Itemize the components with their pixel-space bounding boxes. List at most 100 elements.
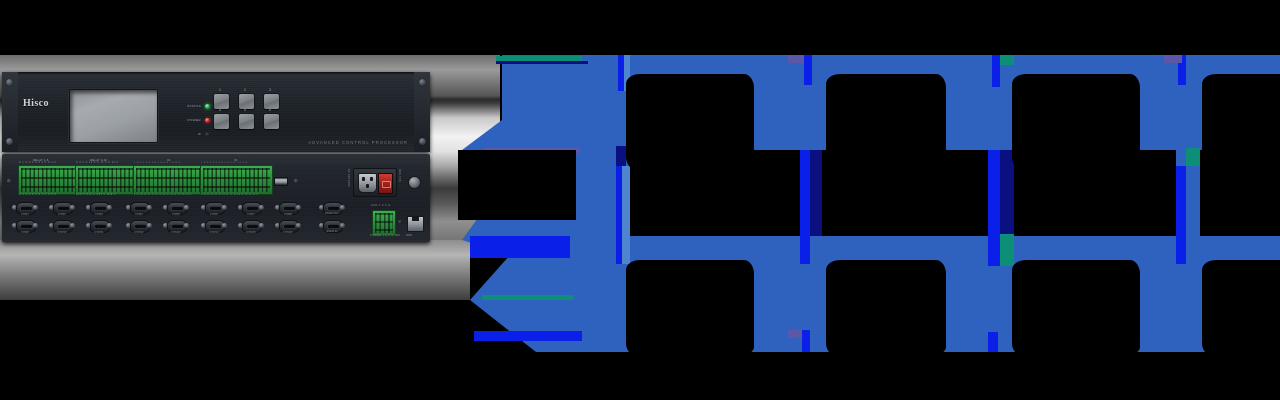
glitch-column-artifact <box>1000 150 1014 234</box>
glitch-column-artifact <box>622 166 630 264</box>
serial-port-com3[interactable]: COM3 <box>86 202 112 216</box>
serial-port-com15[interactable]: COM15 <box>238 220 264 234</box>
port-label: COM12 <box>134 231 144 234</box>
glitch-column-artifact <box>1176 166 1186 264</box>
serial-port-com4[interactable]: COM4 <box>126 202 152 216</box>
usb-port[interactable] <box>274 177 288 186</box>
terminal-pin-labels: O 1 C O 2 C O 3 C O 4 C <box>19 162 57 164</box>
glitch-column-artifact <box>804 55 812 85</box>
terminal-pin-labels: 9 G 10 G 11 G 12 G 13 G 14 G 15 G 16 G <box>201 194 259 196</box>
glitch-teal-strip <box>1186 148 1200 166</box>
corrupted-image-region <box>440 0 1280 400</box>
serial-port-com5[interactable]: COM5 <box>163 202 189 216</box>
glitch-column-artifact <box>616 146 626 166</box>
terminal-block-label: RELAY 1-8 <box>33 158 49 162</box>
glitch-black-blob <box>1202 74 1280 169</box>
serial-port-com2[interactable]: COM2 <box>49 202 75 216</box>
front-button-5[interactable]: 5 <box>239 108 254 129</box>
model-line-text: ADVANCED CONTROL PROCESSOR <box>308 140 408 145</box>
glitch-column-artifact <box>1178 55 1186 85</box>
glitch-black-blob <box>826 260 946 355</box>
front-button-pad: 1 2 3 4 5 6 <box>214 88 284 134</box>
power-led-icon <box>205 117 210 123</box>
terminal-block-label: RELAY 9-16 <box>90 158 108 162</box>
rack-screw-icon <box>6 138 13 145</box>
power-switch-label: OFF / ON <box>398 169 401 182</box>
indicator-label: IR <box>197 132 201 136</box>
front-button-6[interactable]: 6 <box>264 108 279 129</box>
serial-port-com7[interactable]: COM7 <box>238 202 264 216</box>
can-power-terminal-block[interactable] <box>372 210 396 236</box>
glitch-column-artifact <box>788 330 808 338</box>
terminal-block-io-1[interactable] <box>133 165 206 195</box>
terminal-pin-labels: O 9 C O 10 C O 11 C O 12 C <box>76 162 119 164</box>
serial-port-com14[interactable]: COM14 <box>201 220 227 234</box>
port-label: COM15 <box>246 231 256 234</box>
front-button-label: 6 <box>269 108 271 112</box>
ground-stud <box>408 176 421 189</box>
port-label: COM8 <box>284 213 292 216</box>
port-label: COM3 <box>95 213 103 216</box>
port-label: COM14 <box>209 231 219 234</box>
can-block-label-bottom: POWER 1 2 3 G <box>370 234 394 237</box>
glitch-teal-strip <box>496 56 582 61</box>
port-label: COM11 <box>94 231 104 234</box>
glitch-column-artifact <box>800 150 810 264</box>
glitch-column-artifact <box>788 55 804 63</box>
serial-port-com1[interactable]: COM1 <box>12 202 38 216</box>
power-entry-module <box>353 168 397 197</box>
iec-inlet[interactable] <box>358 173 377 193</box>
ac-voltage-label: AC 100-240V <box>347 169 350 187</box>
front-button-1[interactable]: 1 <box>214 88 229 109</box>
glitch-column-artifact <box>624 55 630 91</box>
front-button-3[interactable]: 3 <box>264 88 279 109</box>
serial-port-com8[interactable]: COM8 <box>275 202 301 216</box>
glitch-teal-strip <box>482 295 574 300</box>
glitch-column-artifact <box>1164 55 1182 63</box>
serial-port-com10[interactable]: COM10 <box>49 220 75 234</box>
terminal-pin-labels: 9 G 10 G 11 G 12 G 13 G 14 G 15 G 16 G <box>134 194 192 196</box>
glitch-column-artifact <box>992 55 1000 87</box>
rack-screw-icon <box>6 79 13 86</box>
terminal-block-label: IO <box>234 158 238 162</box>
lcd-display <box>69 89 158 143</box>
serial-port-com13[interactable]: COM13 <box>163 220 189 234</box>
ethernet-port[interactable] <box>407 216 424 232</box>
power-switch[interactable] <box>378 173 393 194</box>
terminal-block-io-2[interactable] <box>200 165 273 195</box>
serial-port-com6[interactable]: COM6 <box>201 202 227 216</box>
terminal-pin-labels: 1 G 2 G 3 G 4 G 5 G 6 G 7 G 8 G <box>201 162 248 164</box>
port-label: COM13 <box>171 231 181 234</box>
ethernet-label: RJ45 <box>406 234 412 237</box>
serial-port-com16[interactable]: COM16 <box>275 220 301 234</box>
front-button-label: 5 <box>244 108 246 112</box>
status-led-icon <box>205 103 210 109</box>
reset-button[interactable] <box>398 220 402 224</box>
serial-port-rs232-out[interactable]: RS232 OUT <box>319 202 345 215</box>
indicator-label: STATUS <box>187 104 201 108</box>
panel-screw-icon <box>294 179 298 183</box>
glitch-black-blob <box>626 260 754 355</box>
glitch-column-artifact <box>616 166 622 264</box>
glitch-black-blob <box>826 74 946 169</box>
glitch-bright-block <box>470 236 570 258</box>
glitch-black-band <box>458 150 576 220</box>
port-label: COM9 <box>21 231 29 234</box>
indicator-ir: IR <box>184 128 210 140</box>
rack-screw-icon <box>419 79 426 86</box>
gray-gradient-column-lower <box>0 240 470 300</box>
serial-port-com11[interactable]: COM11 <box>86 220 112 234</box>
serial-port-com9[interactable]: COM9 <box>12 220 38 234</box>
front-button-2[interactable]: 2 <box>239 88 254 109</box>
device-rear-panel: RELAY 1-8 O 1 C O 2 C O 3 C O 4 C O 5 C … <box>2 154 430 242</box>
front-button-4[interactable]: 4 <box>214 108 229 129</box>
port-label: RS232 IN <box>326 231 338 233</box>
glitch-dark-strip <box>496 61 588 64</box>
serial-port-rs232-in[interactable]: RS232 IN <box>319 220 345 233</box>
reset-label: RST <box>395 234 400 237</box>
port-label: RS232 OUT <box>325 213 339 215</box>
glitch-column-artifact <box>810 150 822 236</box>
terminal-block-label: IO <box>167 158 171 162</box>
rack-ear-right <box>414 72 430 152</box>
serial-port-com12[interactable]: COM12 <box>126 220 152 234</box>
